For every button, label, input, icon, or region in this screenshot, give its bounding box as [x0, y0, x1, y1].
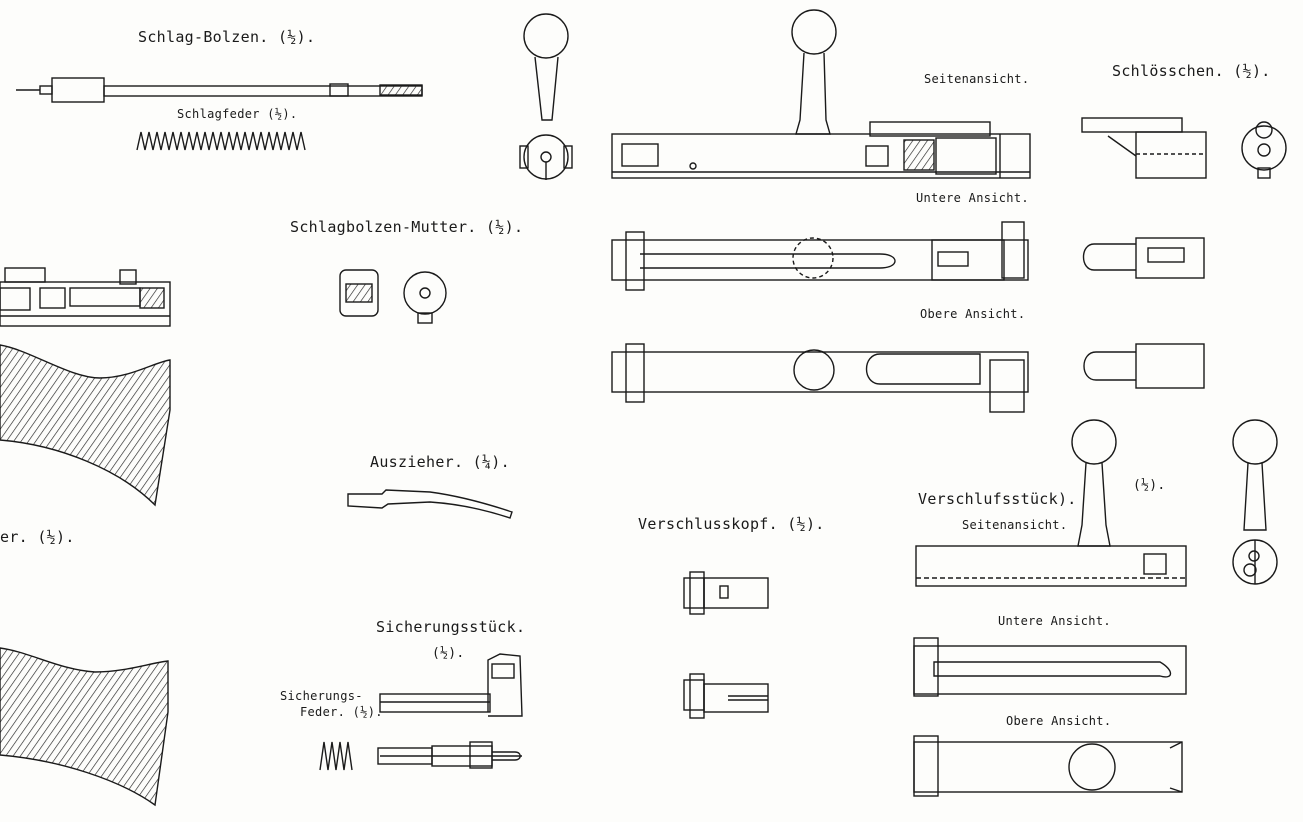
- stock-section-lower: [0, 647, 169, 807]
- bolt-head-drawing: [683, 571, 769, 719]
- cocking-piece-drawing: [1081, 117, 1287, 389]
- firing-pin-nut-drawing: [339, 269, 447, 324]
- label-extractor: Auszieher. (¼).: [370, 453, 510, 471]
- label-partial-left: er. (½).: [0, 528, 75, 546]
- mainspring-drawing: [136, 131, 306, 151]
- label-bolt-body: Verschlufsstück).: [918, 490, 1077, 508]
- label-cocking-piece: Schlösschen. (½).: [1112, 62, 1271, 80]
- label-mainspring: Schlagfeder (½).: [177, 107, 298, 121]
- bolt-top-view-top: [611, 343, 1029, 413]
- bolt-body-top-view: [913, 735, 1183, 797]
- extractor-drawing: [347, 489, 513, 519]
- label-side-view-bottom: Seitenansicht.: [962, 518, 1068, 532]
- bolt-body-handle: [1071, 419, 1278, 585]
- label-safety-piece-scale: (½).: [432, 646, 465, 661]
- bolt-bottom-view-top: [611, 221, 1029, 291]
- label-side-view-top: Seitenansicht.: [924, 72, 1030, 86]
- bolt-body-side-view: [915, 545, 1187, 587]
- label-safety-piece: Sicherungsstück.: [376, 618, 526, 636]
- bolt-handle-end-view: [519, 13, 573, 180]
- label-bottom-view-top: Untere Ansicht.: [916, 191, 1029, 205]
- label-bottom-view-bottom: Untere Ansicht.: [998, 614, 1111, 628]
- label-top-view-top: Obere Ansicht.: [920, 307, 1026, 321]
- label-safety-spring-2: Feder. (½).: [300, 705, 383, 719]
- safety-spring-drawing: [319, 741, 353, 771]
- label-top-view-bottom: Obere Ansicht.: [1006, 714, 1112, 728]
- safety-piece-drawing: [377, 653, 523, 769]
- label-bolt-head: Verschlusskopf. (½).: [638, 515, 825, 533]
- label-firing-pin-nut: Schlagbolzen-Mutter. (½).: [290, 218, 524, 236]
- label-bolt-body-scale: (½).: [1133, 478, 1166, 493]
- stock-section-upper: [0, 344, 171, 507]
- label-safety-spring-1: Sicherungs-: [280, 689, 363, 703]
- bolt-body-bottom-view: [913, 637, 1187, 697]
- label-firing-pin: Schlag-Bolzen. (½).: [138, 28, 316, 46]
- firing-pin-drawing: [16, 77, 423, 103]
- bolt-side-view-top: [611, 9, 1031, 179]
- partial-bolt-assembly: [0, 267, 171, 327]
